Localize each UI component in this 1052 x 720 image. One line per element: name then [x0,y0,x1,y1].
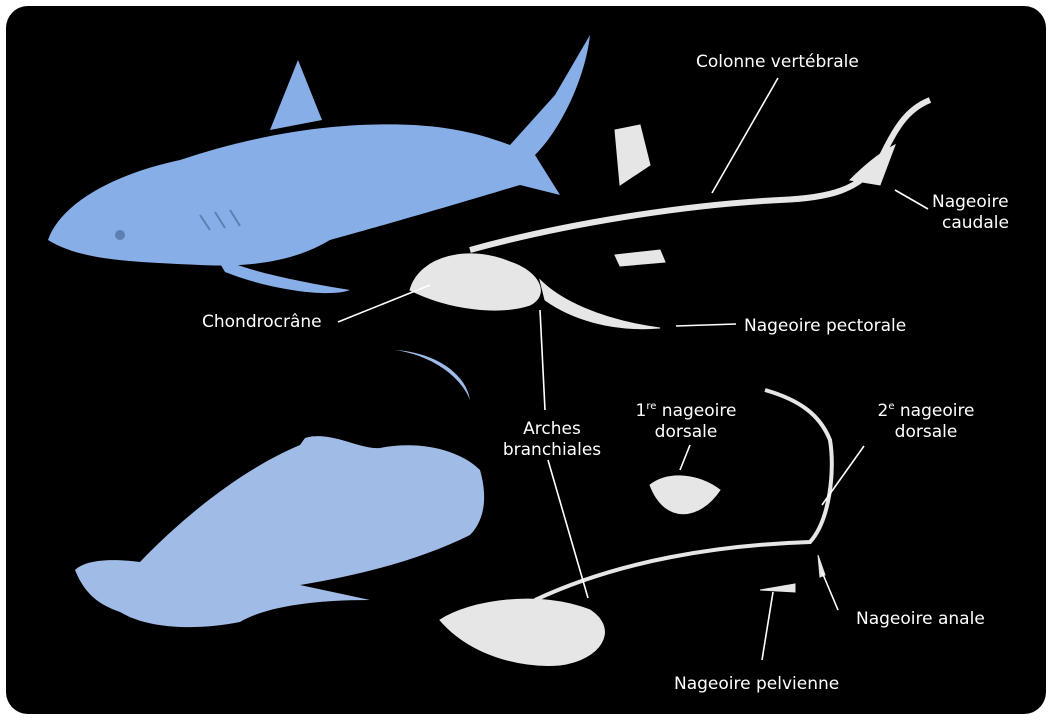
dorsale1-superscript: re [646,401,656,412]
label-colonne-vertebrale: Colonne vertébrale [696,52,859,73]
label-arches-line2: branchiales [502,440,602,461]
label-arches-line1: Arches [502,419,602,440]
label-nageoire-pelvienne: Nageoire pelvienne [674,674,839,695]
label-arches-branchiales: Arches branchiales [502,419,602,461]
shark-model-bottom [75,350,484,627]
dorsale2-number: 2 [877,401,888,421]
label-dorsale1-line2: dorsale [626,422,746,443]
dorsale2-text: nageoire [894,401,974,421]
skeleton-top [410,100,930,329]
illustration [6,6,1046,714]
label-dorsale2-line1: 2e nageoire [866,401,986,422]
label-1re-nageoire-dorsale: 1re nageoire dorsale [626,401,746,443]
label-dorsale2-line2: dorsale [866,422,986,443]
label-nageoire-anale: Nageoire anale [856,609,985,630]
label-caudale-line1: Nageoire [932,192,1009,213]
label-nageoire-pectorale: Nageoire pectorale [744,316,906,337]
label-dorsale1-line1: 1re nageoire [626,401,746,422]
label-2e-nageoire-dorsale: 2e nageoire dorsale [866,401,986,443]
dorsale1-text: nageoire [656,401,736,421]
figure-panel: Colonne vertébrale Nageoire caudale Chon… [6,6,1046,714]
label-nageoire-caudale: Nageoire caudale [932,192,1009,234]
label-caudale-line2: caudale [932,213,1009,234]
label-chondrocrane: Chondrocrâne [202,312,322,333]
dorsale1-number: 1 [636,401,647,421]
shark-model-top [48,35,590,293]
